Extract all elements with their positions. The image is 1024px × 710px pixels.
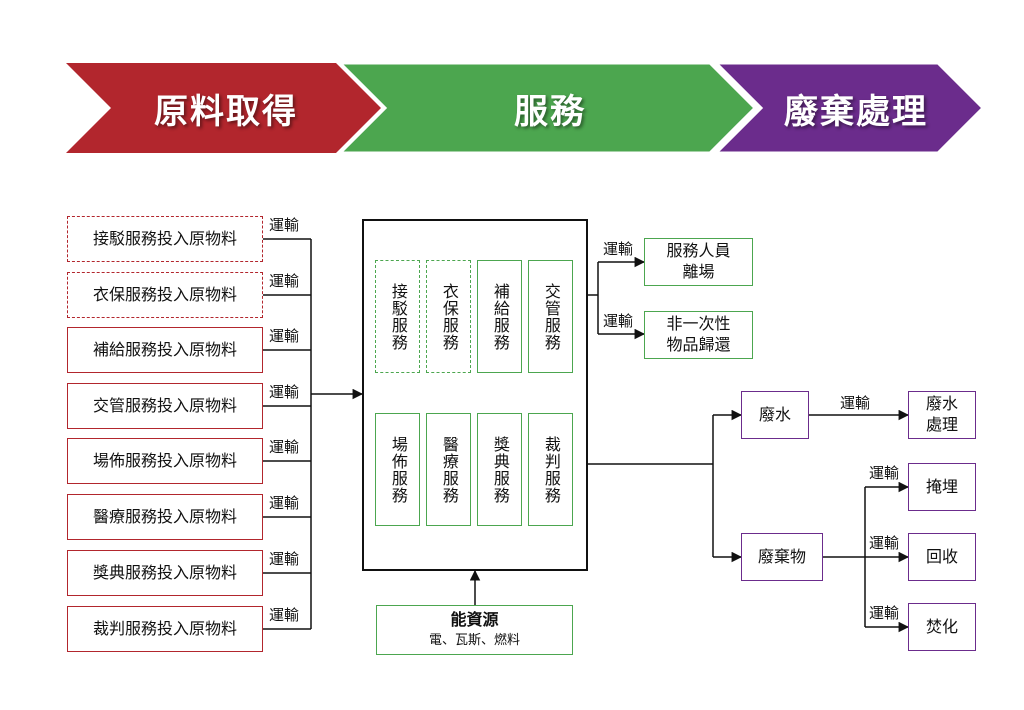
service-clothing: 衣保服務 [426, 260, 471, 373]
solid-waste-box: 廢棄物 [741, 533, 823, 581]
transport-label: 運輸 [840, 394, 871, 412]
stage-label-disposal: 廢棄處理 [784, 91, 928, 132]
waste-water-box: 廢水 [741, 391, 809, 439]
transport-label: 運輸 [269, 383, 300, 401]
item-return-box: 非一次性 物品歸還 [644, 311, 753, 359]
input-box-supply: 補給服務投入原物料 [67, 327, 263, 373]
input-box-medical: 醫療服務投入原物料 [67, 494, 263, 540]
transport-label: 運輸 [269, 606, 300, 624]
input-box-clothing: 衣保服務投入原物料 [67, 272, 263, 318]
recycle-box: 回收 [908, 533, 976, 581]
service-venue: 場佈服務 [375, 413, 420, 526]
service-award: 獎典服務 [477, 413, 522, 526]
transport-label: 運輸 [603, 312, 634, 330]
transport-label: 運輸 [269, 438, 300, 456]
transport-label: 運輸 [603, 240, 634, 258]
transport-label: 運輸 [269, 550, 300, 568]
incineration-box: 焚化 [908, 603, 976, 651]
stage-arrow-disposal [712, 61, 986, 155]
transport-label: 運輸 [869, 464, 900, 482]
stage-label-raw-material: 原料取得 [154, 91, 298, 132]
service-supply: 補給服務 [477, 260, 522, 373]
transport-label: 運輸 [869, 534, 900, 552]
service-main-box [362, 219, 588, 571]
staff-leave-box: 服務人員 離場 [644, 238, 753, 286]
stage-arrow-raw-material [66, 63, 381, 153]
transport-label: 運輸 [269, 272, 300, 290]
service-medical: 醫療服務 [426, 413, 471, 526]
energy-box: 能資源 電、瓦斯、燃料 [376, 605, 573, 655]
input-box-referee: 裁判服務投入原物料 [67, 606, 263, 652]
water-treatment-box: 廢水 處理 [908, 391, 976, 439]
transport-label: 運輸 [869, 604, 900, 622]
transport-label: 運輸 [269, 216, 300, 234]
input-box-traffic: 交管服務投入原物料 [67, 383, 263, 429]
service-traffic: 交管服務 [528, 260, 573, 373]
stage-label-service: 服務 [514, 91, 586, 132]
service-shuttle: 接駁服務 [375, 260, 420, 373]
energy-sub: 電、瓦斯、燃料 [428, 632, 520, 648]
energy-title: 能資源 [450, 610, 499, 630]
transport-label: 運輸 [269, 327, 300, 345]
transport-label: 運輸 [269, 494, 300, 512]
service-referee: 裁判服務 [528, 413, 573, 526]
input-box-award: 獎典服務投入原物料 [67, 550, 263, 596]
input-box-venue: 場佈服務投入原物料 [67, 438, 263, 484]
stage-arrow-service [336, 61, 758, 155]
input-box-shuttle: 接駁服務投入原物料 [67, 216, 263, 262]
landfill-box: 掩埋 [908, 463, 976, 511]
